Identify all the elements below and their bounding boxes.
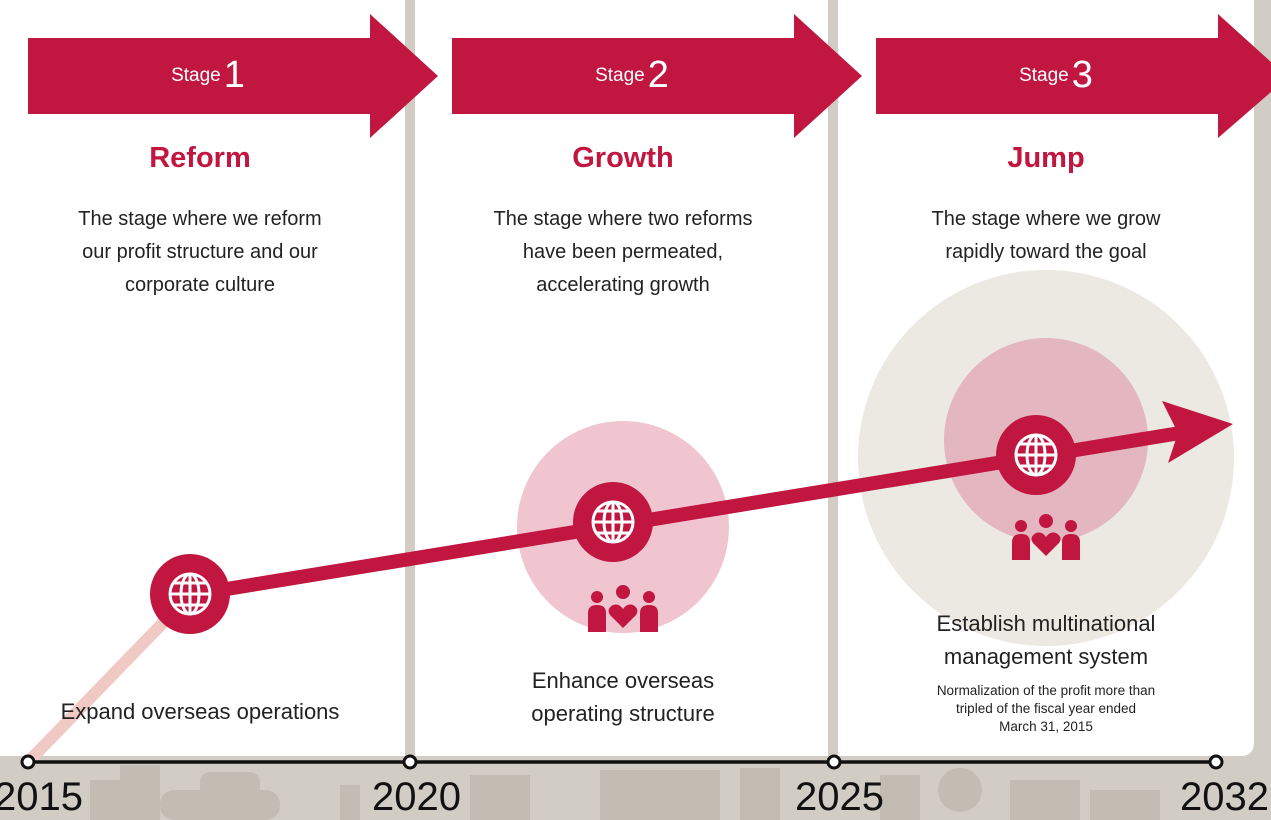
description-line: The stage where two reforms [493, 208, 753, 230]
stage-word: Stage [595, 65, 645, 86]
description-line: have been permeated, [522, 241, 724, 263]
year-2020: 2020 [372, 775, 461, 819]
year-2015: 2015 [0, 775, 83, 819]
stage-title-1: Reform [149, 142, 251, 174]
year-2032: 2032 [1180, 775, 1269, 819]
milestone-line: Enhance overseas [531, 668, 715, 693]
globe-node-1 [150, 554, 230, 634]
milestone-3: Establish multinational management syste… [846, 607, 1246, 673]
globe-icon [168, 572, 212, 616]
description-line: our profit structure and our [82, 241, 318, 263]
description-line: accelerating growth [536, 274, 710, 296]
description-line: The stage where we grow [931, 208, 1161, 230]
milestone-line: management system [943, 644, 1149, 669]
globe-icon [591, 500, 635, 544]
milestone-line: operating structure [531, 701, 715, 726]
timeline-marker-2020 [402, 754, 418, 770]
stage-arrow-2 [452, 14, 862, 138]
milestone-line: Expand overseas operations [60, 699, 340, 724]
description-line: The stage where we reform [78, 208, 322, 230]
timeline-marker-2032 [1208, 754, 1224, 770]
globe-node-2 [573, 482, 653, 562]
stage-arrow-1 [28, 14, 438, 138]
stage-word: Stage [171, 65, 221, 86]
milestone-line: Establish multinational [936, 611, 1156, 636]
stage-title-2: Growth [572, 142, 674, 174]
people-heart-icon [1012, 514, 1080, 560]
milestone-2: Enhance overseas operating structure [423, 664, 823, 730]
globe-icon [1014, 433, 1058, 477]
stage-word: Stage [1019, 65, 1069, 86]
note-line: Normalization of the profit more than [936, 683, 1156, 698]
people-heart-icon [588, 585, 658, 632]
milestone-1: Expand overseas operations [0, 695, 400, 728]
stage-title-3: Jump [1007, 142, 1085, 174]
stage-arrow-3 [876, 14, 1271, 138]
description-line: corporate culture [124, 274, 276, 296]
description-line: rapidly toward the goal [945, 241, 1147, 263]
globe-node-3 [996, 415, 1076, 495]
year-2025: 2025 [795, 775, 884, 819]
note-line: March 31, 2015 [999, 719, 1093, 734]
stage-description-3: The stage where we grow rapidly toward t… [856, 203, 1236, 269]
stage-label-2: Stage2 [452, 54, 812, 97]
stage-3-note: Normalization of the profit more than tr… [861, 682, 1231, 736]
growth-arrowhead [1162, 401, 1233, 463]
city-silhouette [90, 765, 1160, 820]
timeline-marker-2025 [826, 754, 842, 770]
stage-description-1: The stage where we reform our profit str… [10, 203, 390, 302]
stage-label-1: Stage1 [28, 54, 388, 97]
stage-label-3: Stage3 [876, 54, 1236, 97]
stage-description-2: The stage where two reforms have been pe… [433, 203, 813, 302]
note-line: tripled of the fiscal year ended [955, 701, 1137, 716]
stage-number: 3 [1071, 54, 1093, 96]
stage-number: 1 [223, 54, 245, 96]
timeline-marker-2015 [20, 754, 36, 770]
stage-number: 2 [647, 54, 669, 96]
